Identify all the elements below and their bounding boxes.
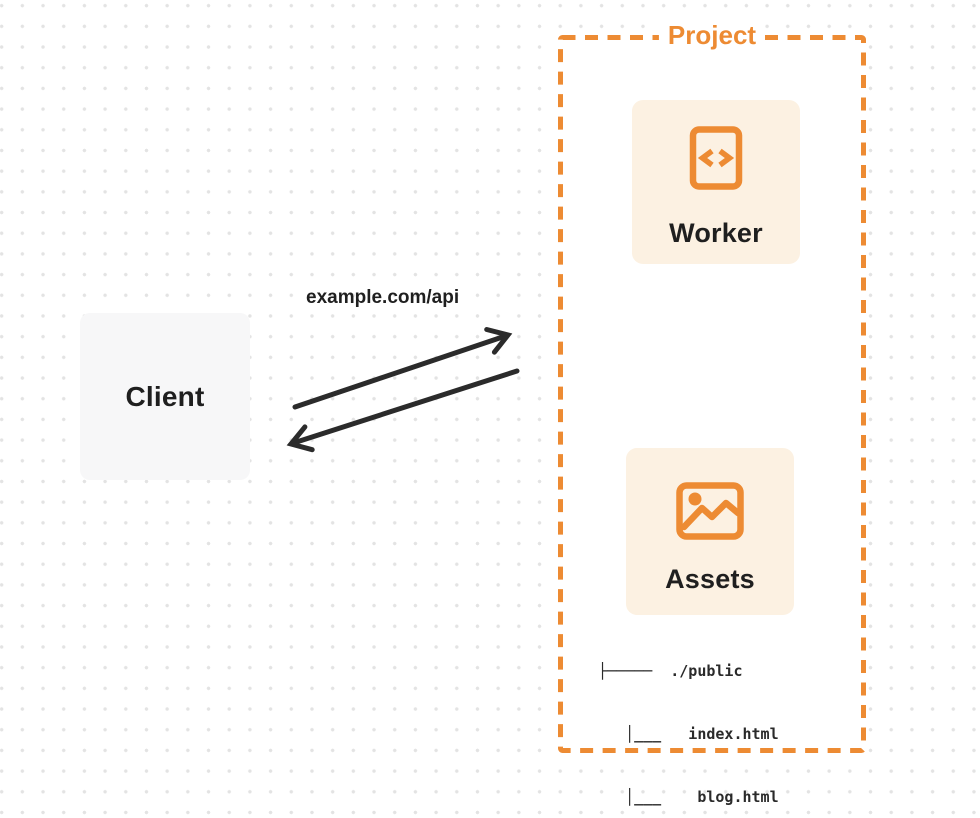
request-url-label: example.com/api (306, 287, 460, 308)
response-arrow-line (292, 368, 520, 445)
tree-line-blog: │___ blog.html (598, 788, 779, 806)
tree-line-public: ├───── ./public (598, 662, 743, 680)
worker-node: Worker (632, 100, 800, 264)
response-arrowhead-icon (286, 424, 315, 453)
request-arrowhead-icon (484, 327, 513, 355)
assets-node: Assets (626, 448, 794, 615)
image-icon (676, 482, 744, 540)
project-label: Project (658, 20, 766, 50)
file-tree: ├───── ./public │___ index.html │___ blo… (598, 619, 779, 818)
tree-line-index: │___ index.html (598, 725, 779, 743)
client-label: Client (125, 380, 205, 412)
request-arrow-line (292, 334, 507, 410)
assets-label: Assets (665, 564, 755, 594)
code-file-icon (689, 125, 743, 190)
project-container: Project Worker Assets ├───── ./public │_… (558, 20, 866, 806)
worker-label: Worker (669, 217, 763, 248)
client-node: Client (80, 313, 250, 480)
